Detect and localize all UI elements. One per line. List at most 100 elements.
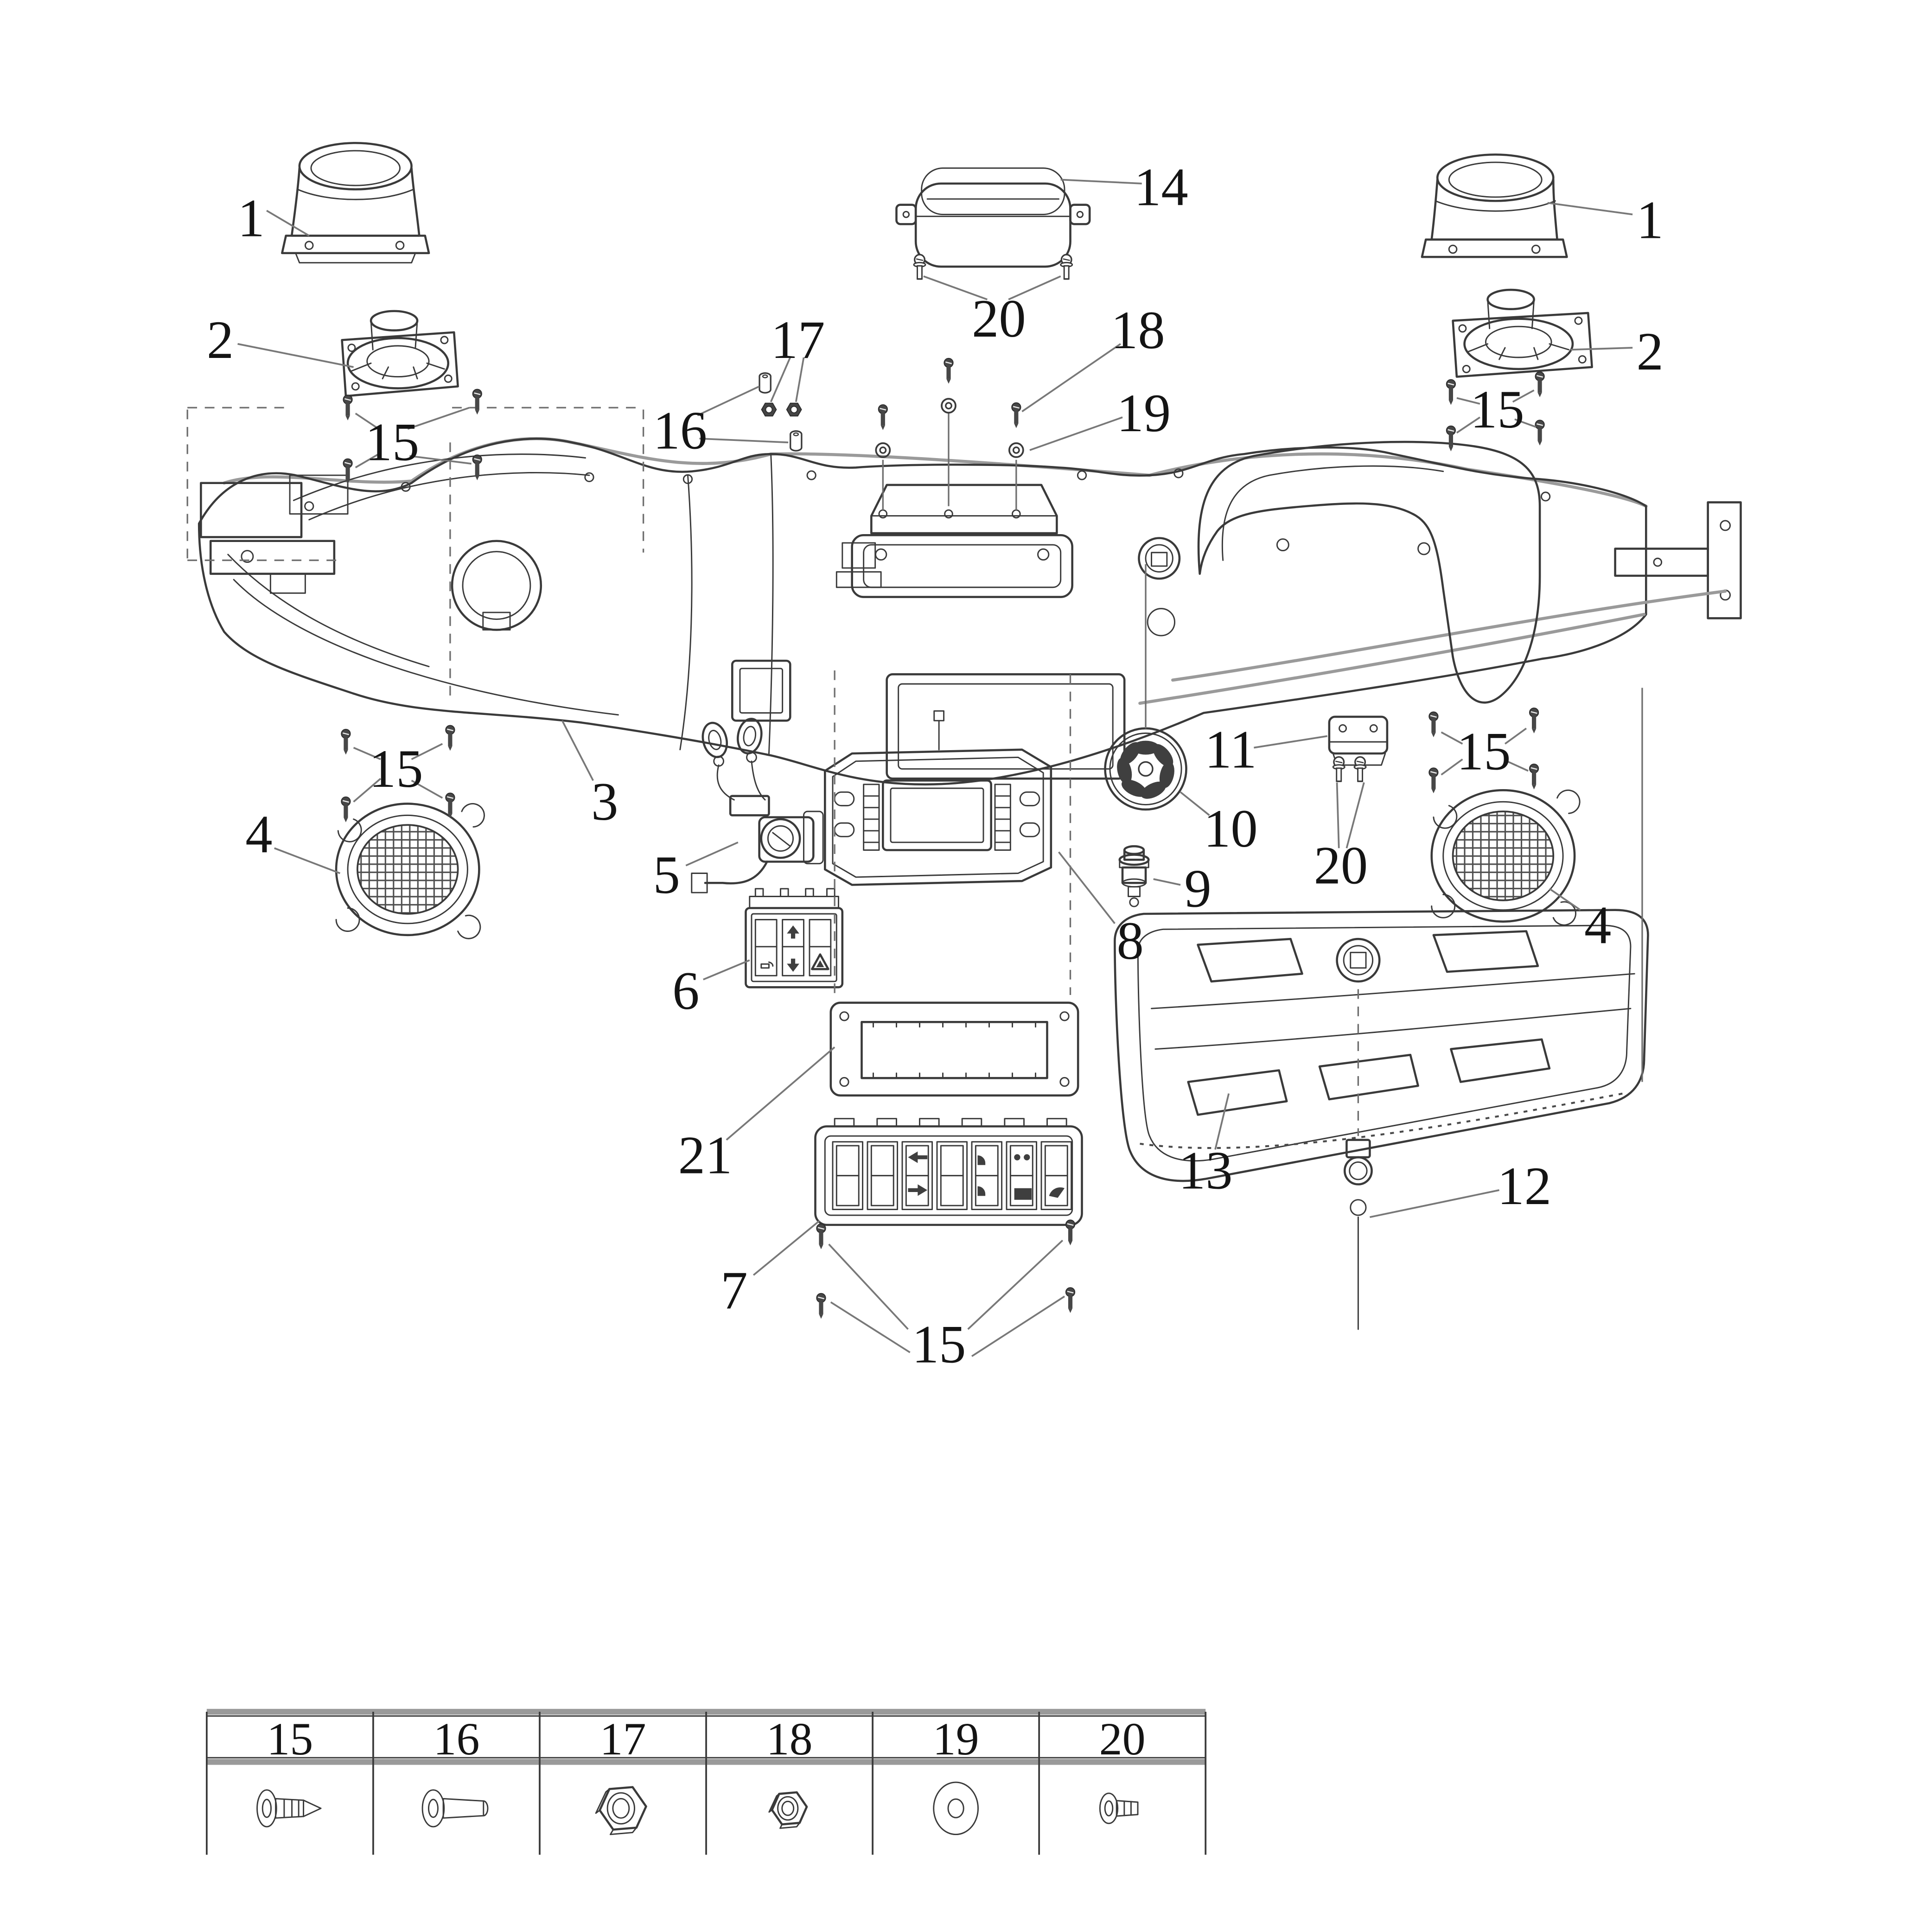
leader-line-buzzer	[1180, 791, 1210, 816]
callout-oval-speaker-left: 4	[245, 805, 272, 865]
leader-line-dash-body	[561, 720, 594, 781]
callout-rocker-panel-3: 6	[672, 961, 699, 1021]
callout-instrument-display: 8	[1117, 911, 1144, 971]
gauge-pod-right	[1421, 153, 1568, 258]
leader-line-screws-speaker-right	[1514, 418, 1537, 428]
leader-line-screws-speaker-left	[355, 453, 379, 469]
callout-screws-rocker-panel: 15	[912, 1315, 966, 1375]
leader-line-glove-box	[1214, 1093, 1230, 1150]
screw-icon	[1530, 764, 1538, 790]
screw-icon	[816, 1294, 825, 1319]
flange-screw-icon	[1353, 756, 1367, 782]
leader-line-gauge-pod-right	[1547, 202, 1633, 216]
callout-ignition-switch: 5	[653, 845, 680, 905]
screw-icon	[1536, 372, 1544, 397]
bezel-frame	[829, 1001, 1079, 1097]
leader-line-visor-screw	[1021, 343, 1121, 413]
callout-clip-bracket: 11	[1205, 720, 1256, 779]
callout-screws-speaker-left: 15	[365, 413, 420, 472]
table-header-18: 18	[766, 1713, 813, 1765]
flange-nut-small-icon	[769, 1792, 807, 1829]
speaker-pod-left	[341, 310, 459, 397]
callout-buzzer: 10	[1204, 799, 1258, 859]
screw-icon	[944, 358, 953, 384]
leader-line-screws-rocker-panel	[830, 1301, 911, 1353]
callout-screws-speaker-right-mid: 15	[1457, 721, 1511, 781]
screw-icon	[1429, 712, 1438, 738]
leader-line-storage-lid	[1060, 179, 1142, 185]
leader-line-speaker-pod-left	[237, 343, 354, 368]
leader-line-screws-speaker-left	[355, 413, 379, 430]
leader-line-screws-speaker-right	[1456, 416, 1480, 434]
screw-icon	[1530, 708, 1538, 733]
flange-nut-icon	[596, 1787, 646, 1834]
table-header-15: 15	[267, 1713, 313, 1765]
socket-bolt-icon	[790, 430, 803, 452]
callout-rocker-panel-7: 7	[721, 1261, 747, 1320]
leader-line-screws-speaker-right	[1456, 397, 1480, 405]
leader-line-screws-dash-left	[353, 778, 382, 803]
callout-screws-bracket: 20	[1314, 835, 1368, 895]
gauge-pod-left	[281, 142, 430, 264]
leader-line-screws-dash-left	[411, 779, 443, 799]
callout-speaker-pod-right: 2	[1636, 322, 1663, 382]
screw-icon	[1447, 380, 1455, 405]
washer-icon	[875, 442, 891, 458]
leader-line-screws-dash-left	[353, 746, 381, 760]
instrument-display	[824, 710, 1052, 886]
flange-nut-icon	[786, 402, 802, 417]
flange-screw-icon	[1060, 254, 1073, 280]
callout-storage-lid: 14	[1134, 158, 1188, 217]
screw-icon	[1012, 403, 1020, 428]
leader-line-instrument-display	[1058, 851, 1116, 924]
leader-line-screws-speaker-right-mid	[1441, 759, 1463, 776]
leader-line-flange-nuts	[770, 357, 791, 402]
self-tapping-screw-icon	[256, 1789, 322, 1828]
callout-visor-washer: 19	[1117, 383, 1171, 443]
leader-line-screws-rocker-panel	[828, 1243, 909, 1330]
screw-icon	[1066, 1220, 1075, 1245]
buzzer	[1104, 727, 1187, 811]
leader-line-screws-speaker-left	[407, 407, 470, 430]
dash-body	[198, 437, 1742, 786]
flange-screw-icon	[1332, 756, 1345, 782]
callout-dash-body: 3	[591, 772, 618, 832]
speaker-pod-right	[1452, 288, 1593, 378]
left-mount-bracket	[200, 474, 349, 594]
leader-line-flange-nuts	[795, 357, 805, 402]
leader-line-rocker-panel-7	[752, 1220, 820, 1276]
leader-line-screws-speaker-right-mid	[1441, 731, 1463, 745]
construction-lines	[186, 407, 1643, 1136]
screw-icon	[473, 389, 482, 415]
callout-gauge-pod-right: 1	[1636, 191, 1663, 250]
leader-line-bezel-frame	[726, 1046, 835, 1141]
leader-line-socket-bolts	[699, 438, 789, 444]
leader-line-rocker-panel-3	[703, 959, 750, 981]
callout-latch-lock: 12	[1497, 1156, 1551, 1216]
callout-screws-lid: 20	[972, 289, 1026, 349]
right-visor	[1197, 440, 1541, 704]
screw-icon	[446, 726, 454, 751]
screw-icon	[1447, 426, 1455, 452]
callout-flange-nuts: 17	[771, 310, 825, 370]
callout-oval-speaker-right: 4	[1584, 895, 1611, 955]
leader-line-power-socket	[1153, 878, 1181, 886]
leader-line-socket-bolts	[697, 385, 760, 416]
leader-line-screws-speaker-left	[409, 455, 472, 465]
leader-line-screws-rocker-panel	[967, 1239, 1064, 1330]
right-mount-bracket	[1614, 501, 1742, 619]
screw-icon	[879, 405, 887, 430]
table-header-19: 19	[933, 1713, 979, 1765]
screw-icon	[816, 1224, 825, 1250]
leader-line-oval-speaker-right	[1549, 888, 1581, 911]
socket-bolt-icon	[759, 372, 772, 394]
callout-socket-bolts: 16	[653, 401, 707, 461]
callout-gauge-pod-left: 1	[238, 188, 265, 248]
glove-box	[1114, 909, 1649, 1182]
screw-icon	[1066, 1288, 1075, 1313]
latch-lock	[1343, 1139, 1373, 1330]
ignition-switch	[691, 718, 824, 893]
callout-speaker-pod-left: 2	[207, 310, 234, 370]
